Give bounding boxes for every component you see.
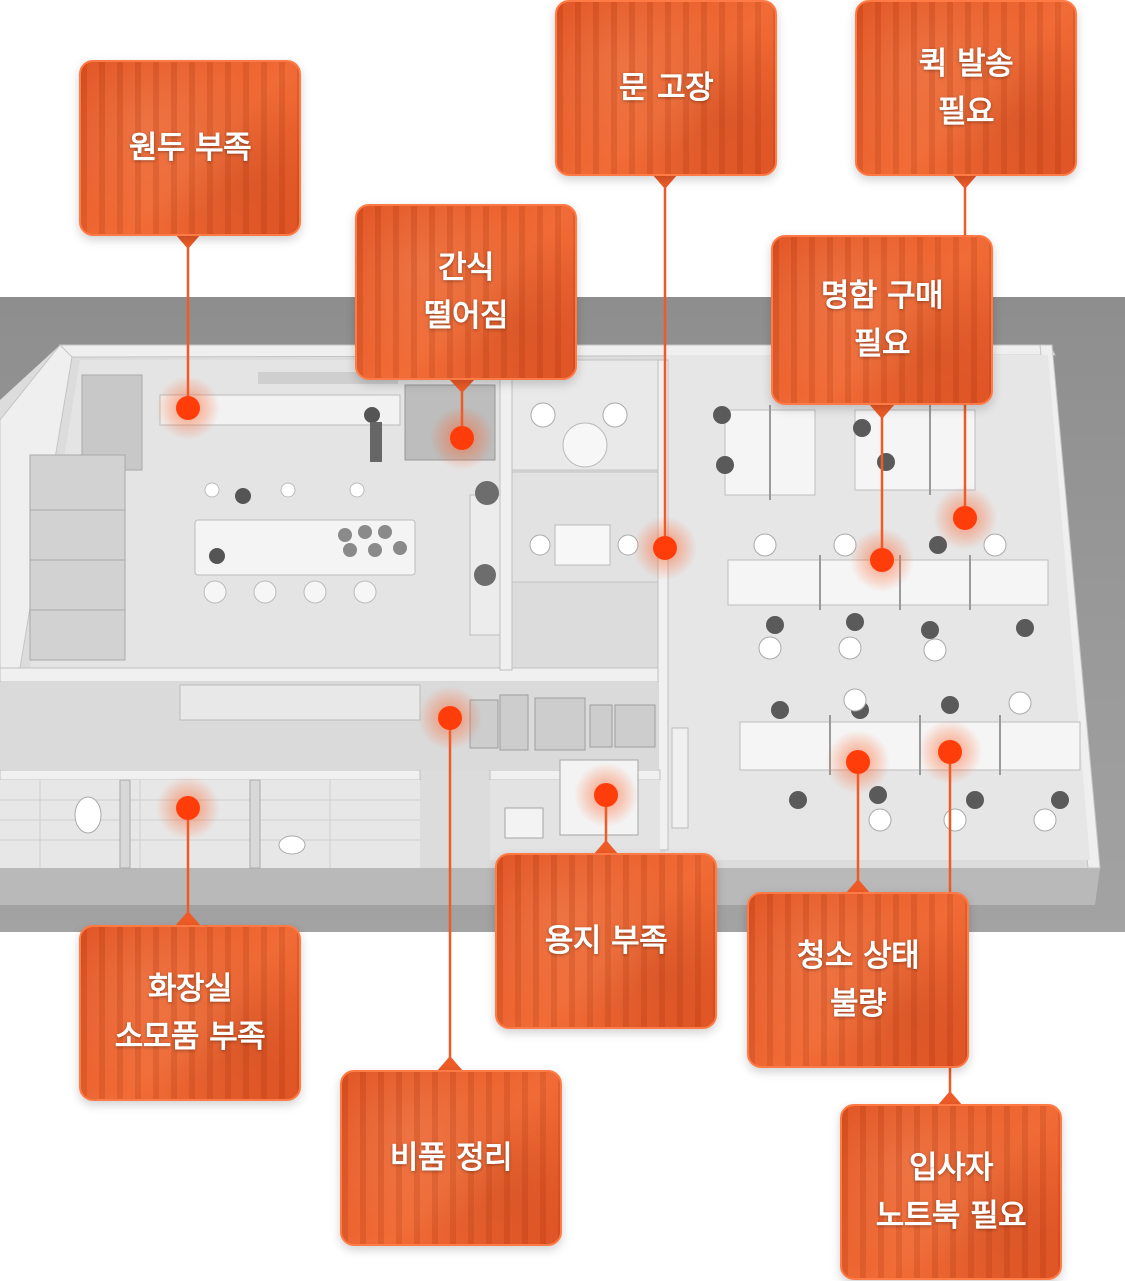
corridor-storage [0,682,658,770]
callout-courier-needed[interactable]: 퀵 발송 필요 [855,0,1077,176]
callout-label: 비품 정리 [389,1139,513,1176]
callout-tails [175,174,978,1106]
callout-label: 용지 부족 [544,922,668,959]
callout-supplies-organize[interactable]: 비품 정리 [340,1070,562,1246]
callout-label: 간식 떨어짐 [423,249,509,334]
callout-label: 입사자 노트북 필요 [875,1149,1027,1234]
callout-paper-shortage[interactable]: 용지 부족 [495,853,717,1029]
kitchen-area [29,360,501,668]
package-icon [857,2,1075,174]
toilet-paper-icon [81,927,299,1099]
meeting-rooms [511,359,661,583]
printer-icon [497,855,715,1027]
open-workspace [665,355,1090,860]
callout-label: 화장실 소모품 부족 [114,970,266,1055]
business-card-icon [773,237,991,403]
interior-walls [0,359,669,851]
storage-shelf-icon [342,1072,560,1244]
callout-business-cards-needed[interactable]: 명함 구매 필요 [771,235,993,405]
callout-coffee-beans-shortage[interactable]: 원두 부족 [79,60,301,236]
callout-label: 문 고장 [618,69,714,106]
laptop-icon [842,1106,1060,1278]
coffee-cup-icon [81,62,299,234]
callout-snacks-out[interactable]: 간식 떨어짐 [355,204,577,380]
callout-label: 청소 상태 불량 [796,937,920,1022]
snack-shelf-icon [357,206,575,378]
callout-label: 원두 부족 [128,129,252,166]
dirty-floor-icon [749,894,967,1066]
callout-door-broken[interactable]: 문 고장 [555,0,777,176]
callout-restroom-supplies-shortage[interactable]: 화장실 소모품 부족 [79,925,301,1101]
callout-label: 명함 구매 필요 [820,277,944,362]
door-icon [557,2,775,174]
callout-new-hire-laptop-needed[interactable]: 입사자 노트북 필요 [840,1104,1062,1280]
callout-cleaning-poor[interactable]: 청소 상태 불량 [747,892,969,1068]
hotspot-markers [156,376,997,840]
callout-label: 퀵 발송 필요 [918,45,1014,130]
